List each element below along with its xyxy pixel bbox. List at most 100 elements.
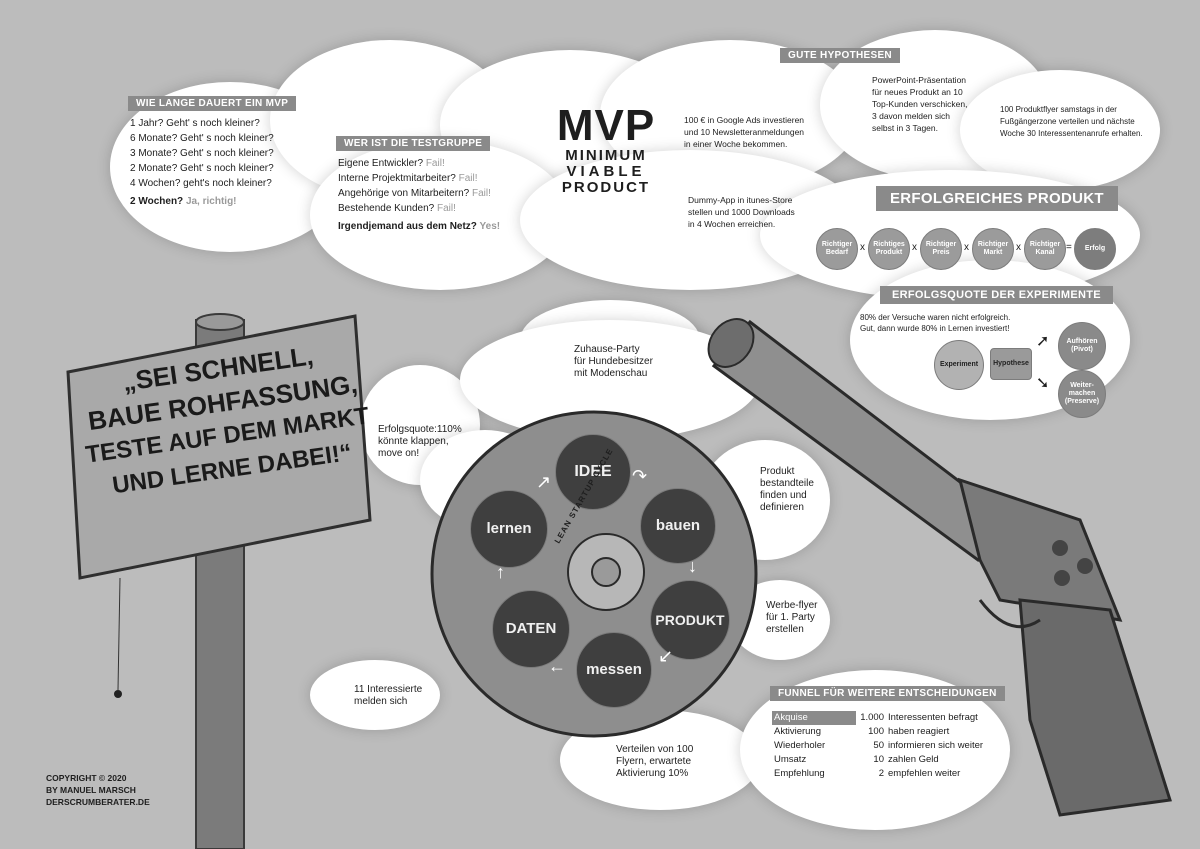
- funnel-stage: Aktivierung: [774, 726, 821, 737]
- note-line: für 1. Party: [766, 612, 815, 623]
- operator: x: [860, 242, 865, 253]
- persevere-bubble: Weiter-machen (Preserve): [1058, 370, 1106, 418]
- note-line: Verteilen von 100: [616, 744, 694, 755]
- note-line: melden sich: [354, 696, 408, 707]
- table-row: Wiederholer 50 informieren sich weiter: [772, 739, 985, 753]
- copyright-line: BY MANUEL MARSCH: [46, 785, 136, 795]
- note-line: Werbe-flyer: [766, 600, 818, 611]
- note-line: Produkt: [760, 466, 795, 477]
- testgroup-verdict: Fail!: [458, 173, 478, 184]
- funnel-stage: Wiederholer: [774, 740, 826, 751]
- factor-bubble: Richtiger Preis: [920, 228, 962, 270]
- funnel-desc: haben reagiert: [888, 726, 950, 737]
- note-line: erstellen: [766, 624, 804, 635]
- table-row: Aktivierung 100 haben reagiert: [772, 725, 985, 739]
- result-bubble: Erfolg: [1074, 228, 1116, 270]
- hypothesis-line: 100 Produktflyer samstags in der: [1000, 105, 1117, 114]
- note-line: Zuhause-Party: [574, 344, 640, 355]
- title-line: PRODUCT: [561, 179, 651, 196]
- equals: =: [1066, 242, 1072, 253]
- note-line: Flyern, erwartete: [616, 756, 692, 767]
- cycle-step: IDEE: [555, 434, 631, 510]
- hypothesis-diamond: Hypothese: [990, 348, 1032, 380]
- testgroup-final-q: Irgendjemand aus dem Netz?: [338, 221, 477, 232]
- hypothesis-line: Fußgängerzone verteilen und nächste: [1000, 117, 1135, 126]
- duration-line: 3 Monate? Geht' s noch kleiner?: [130, 148, 274, 159]
- cycle-arrow-icon: ↷: [632, 466, 648, 486]
- factor-bubble: Richtiger Kanal: [1024, 228, 1066, 270]
- experiment-text: 80% der Versuche waren nicht erfolgreich…: [860, 313, 1011, 322]
- cycle-arrow-icon: ↑: [496, 562, 505, 582]
- revolver-illustration: [707, 318, 1172, 817]
- testgroup-item: Angehörige von Mitarbeitern? Fail!: [338, 188, 491, 200]
- duration-answer-a: Ja, richtig!: [185, 196, 237, 207]
- note-line: könnte klappen,: [378, 436, 449, 447]
- note-line: finden und: [760, 490, 807, 501]
- testgroup-final: Irgendjemand aus dem Netz? Yes!: [338, 221, 500, 233]
- hypotheses-heading: GUTE HYPOTHESEN: [780, 48, 900, 63]
- title-line: MINIMUM: [565, 147, 647, 164]
- note-line: definieren: [760, 502, 804, 513]
- funnel-desc: empfehlen weiter: [888, 768, 961, 779]
- hypothesis-line: 3 davon melden sich: [872, 111, 950, 121]
- funnel-count: 10: [873, 754, 884, 765]
- cycle-arrow-icon: ↙: [658, 646, 674, 666]
- funnel-desc: informieren sich weiter: [888, 740, 984, 751]
- factor-bubble: Richtiges Produkt: [868, 228, 910, 270]
- funnel-count: 100: [868, 726, 884, 737]
- note-line: Aktivierung 10%: [616, 768, 689, 779]
- funnel-stage: Umsatz: [774, 754, 807, 765]
- cycle-step: PRODUKT: [650, 580, 730, 660]
- note-line: mit Modenschau: [574, 368, 648, 379]
- arrow-up-icon: ➚: [1036, 333, 1050, 350]
- testgroup-item: Interne Projektmitarbeiter? Fail!: [338, 173, 478, 185]
- testgroup-verdict: Fail!: [436, 203, 456, 214]
- copyright-line: COPYRIGHT © 2020: [46, 773, 127, 783]
- note-line: Erfolgsquote:110%: [378, 424, 462, 435]
- experiment-text: Gut, dann wurde 80% in Lernen investiert…: [860, 324, 1010, 333]
- duration-line: 1 Jahr? Geht' s noch kleiner?: [130, 118, 260, 129]
- experiment-heading: ERFOLGSQUOTE DER EXPERIMENTE: [880, 286, 1113, 304]
- operator: x: [912, 242, 917, 253]
- testgroup-final-a: Yes!: [479, 221, 501, 232]
- duration-answer-q: 2 Wochen?: [130, 196, 184, 207]
- experiment-bubble: Experiment: [934, 340, 984, 390]
- cycle-step: messen: [576, 632, 652, 708]
- operator: x: [1016, 242, 1021, 253]
- hypothesis-line: Top-Kunden verschicken,: [872, 99, 968, 109]
- arrow-down-icon: ➘: [1036, 375, 1050, 392]
- note-line: move on!: [378, 448, 420, 459]
- cycle-step: lernen: [470, 490, 548, 568]
- funnel-desc: Interessenten befragt: [888, 712, 978, 723]
- note-line: bestandteile: [760, 478, 814, 489]
- testgroup-text: Eigene Entwickler?: [338, 158, 424, 169]
- hypothesis-line: selbst in 3 Tagen.: [872, 123, 938, 133]
- funnel-count: 2: [878, 768, 884, 779]
- table-row: Akquise 1.000 Interessenten befragt: [772, 711, 985, 725]
- testgroup-text: Bestehende Kunden?: [338, 203, 435, 214]
- cycle-step: DATEN: [492, 590, 570, 668]
- factor-bubble: Richtiger Bedarf: [816, 228, 858, 270]
- table-row: Empfehlung 2 empfehlen weiter: [772, 767, 985, 781]
- table-row: Umsatz 10 zahlen Geld: [772, 753, 985, 767]
- hypothesis-line: für neues Produkt an 10: [872, 87, 963, 97]
- hypothesis-line: stellen und 1000 Downloads: [688, 207, 795, 217]
- testgroup-heading: WER IST DIE TESTGRUPPE: [336, 136, 491, 151]
- duration-answer: 2 Wochen? Ja, richtig!: [130, 196, 237, 208]
- duration-line: 6 Monate? Geht' s noch kleiner?: [130, 133, 274, 144]
- hypothesis-line: PowerPoint-Präsentation: [872, 75, 967, 85]
- duration-line: 4 Wochen? geht's noch kleiner?: [130, 178, 272, 189]
- copyright-line: DERSCRUMBERATER.DE: [46, 797, 150, 807]
- testgroup-verdict: Fail!: [471, 188, 491, 199]
- cycle-step: bauen: [640, 488, 716, 564]
- cycle-arrow-icon: ←: [548, 656, 566, 676]
- hypothesis-label: Hypothese: [993, 360, 1029, 367]
- spider-icon: [114, 690, 122, 698]
- funnel-count: 1.000: [860, 712, 884, 723]
- funnel-heading: FUNNEL FÜR WEITERE ENTSCHEIDUNGEN: [770, 686, 1005, 701]
- note-line: 11 Interessierte: [354, 684, 423, 695]
- operator: x: [964, 242, 969, 253]
- sign-board: [66, 314, 372, 580]
- factor-bubble: Richtiger Markt: [972, 228, 1014, 270]
- funnel-desc: zahlen Geld: [888, 754, 939, 765]
